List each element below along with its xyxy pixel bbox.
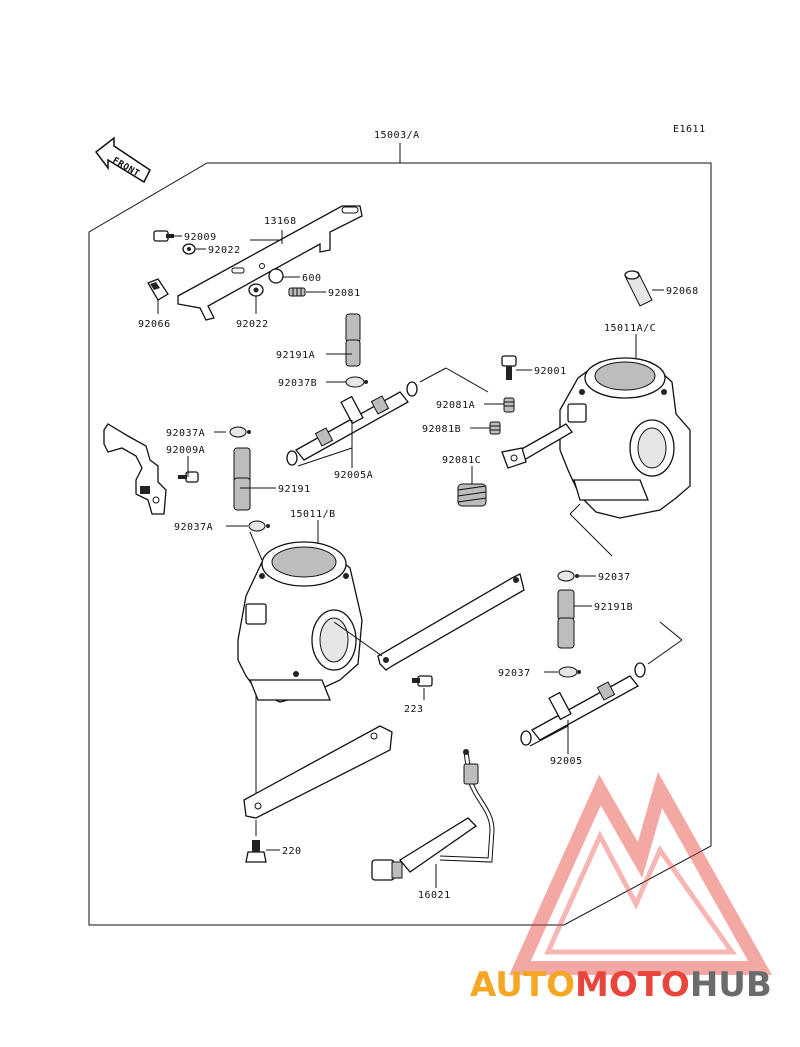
carburetor-15011ac (559, 357, 691, 519)
spring-92081 (288, 287, 306, 297)
callout-92081: 92081 (328, 288, 361, 299)
callout-15011ac: 15011A/C (604, 323, 656, 334)
callout-600: 600 (302, 273, 322, 284)
watermark-text: AUTOMOTOHUB (470, 965, 772, 1005)
callout-92037a-2: 92037A (174, 522, 213, 533)
callout-92037a-1: 92037A (166, 428, 205, 439)
hose-92191a (345, 313, 361, 367)
ref-code: E1611 (673, 124, 706, 135)
watermark-logo (509, 771, 772, 975)
bracket-13168 (177, 205, 363, 321)
watermark-hub: HUB (690, 965, 772, 1005)
spring-92081c (457, 483, 487, 507)
callout-92066: 92066 (138, 319, 171, 330)
carburetor-15011b (237, 541, 363, 703)
screw-92001 (501, 355, 517, 380)
bolt-220 (245, 840, 267, 863)
callout-92191a: 92191A (276, 350, 315, 361)
callout-220: 220 (282, 846, 302, 857)
callout-92081c: 92081C (442, 455, 481, 466)
spring-92081b (489, 421, 501, 435)
callout-92191b: 92191B (594, 602, 633, 613)
choke-cable-16021 (371, 749, 495, 881)
assembly-frame (88, 162, 712, 926)
watermark-moto: MOTO (575, 965, 690, 1005)
clip-92037-top (557, 570, 579, 582)
callout-92037-2: 92037 (498, 668, 531, 679)
spring-92081a (503, 397, 515, 413)
callout-15011b: 15011/B (290, 509, 336, 520)
throttle-bracket (103, 423, 167, 515)
throttle-lever-right (501, 423, 573, 469)
callout-92005a: 92005A (334, 470, 373, 481)
link-plate-upper (377, 573, 525, 671)
watermark-auto: AUTO (470, 965, 575, 1005)
callout-92081b: 92081B (422, 424, 461, 435)
callout-92001: 92001 (534, 366, 567, 377)
ball-600 (268, 268, 284, 284)
screw-223 (412, 675, 433, 687)
tee-fitting-92005 (520, 662, 646, 746)
link-plate-lower (243, 725, 393, 819)
front-arrow: FRONT (94, 136, 151, 184)
clip-92037a-2 (248, 520, 270, 532)
cap-92068 (624, 270, 653, 307)
callout-92009: 92009 (184, 232, 217, 243)
washer-92022-bottom (248, 283, 264, 297)
clip-92037-bottom (558, 666, 581, 678)
clip-92037a-1 (229, 426, 251, 438)
assembly-label: 15003/A (374, 130, 420, 141)
clip-92037b (345, 376, 368, 388)
callout-92037: 92037 (598, 572, 631, 583)
washer-92022-top (182, 243, 196, 255)
clip-92066 (147, 278, 169, 301)
hose-92191b (557, 589, 575, 649)
callout-92068: 92068 (666, 286, 699, 297)
callout-92022-bottom: 92022 (236, 319, 269, 330)
callout-92022-top: 92022 (208, 245, 241, 256)
callout-92037b: 92037B (278, 378, 317, 389)
callout-223: 223 (404, 704, 424, 715)
callout-16021: 16021 (418, 890, 451, 901)
callout-92009a: 92009A (166, 445, 205, 456)
callout-92005: 92005 (550, 756, 583, 767)
callout-92191: 92191 (278, 484, 311, 495)
callout-13168: 13168 (264, 216, 297, 227)
callout-92081a: 92081A (436, 400, 475, 411)
hose-92191 (233, 447, 251, 511)
screw-92009a (178, 471, 199, 483)
